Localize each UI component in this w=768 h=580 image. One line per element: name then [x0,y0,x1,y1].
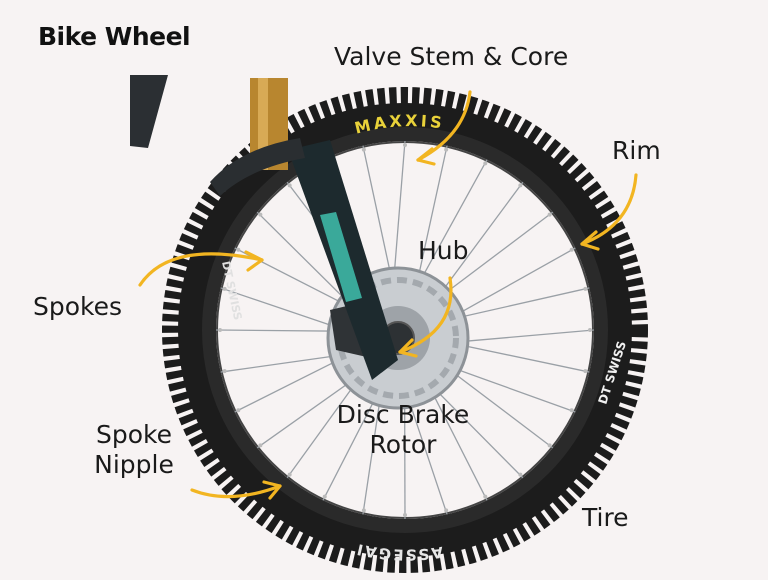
spoke-nipple [444,148,448,152]
spoke-nipple [444,508,448,512]
spoke-nipple [362,508,366,512]
label-spoke-nipple: Spoke Nipple [84,420,184,479]
spoke-nipple [258,443,262,447]
rim-brand-left: DT SWISS [219,260,244,321]
spoke-nipple [570,248,574,252]
spoke-nipple [236,248,240,252]
spoke-nipple [403,513,407,517]
spoke-nipple [483,161,487,165]
label-valve-stem: Valve Stem & Core [334,42,568,72]
spoke-nipple [236,408,240,412]
spoke-nipple [548,213,552,217]
spoke-nipple [288,183,292,187]
label-rotor-line2: Rotor [320,430,486,460]
spoke-nipple [583,369,587,373]
spoke-nipple [583,287,587,291]
arrowhead-spokes [246,252,262,270]
spoke-nipple [518,473,522,477]
spoke-nipple [588,328,592,332]
spoke-nipple [323,495,327,499]
spoke-nipple [518,183,522,187]
diagram-title: Bike Wheel [38,22,190,51]
label-tire: Tire [582,503,629,533]
spoke-nipple [258,213,262,217]
label-spoke-nipple-line1: Spoke [84,420,184,450]
label-hub: Hub [418,236,469,266]
label-spoke-nipple-line2: Nipple [84,450,184,480]
spoke-nipple [483,495,487,499]
label-disc-brake-rotor: Disc Brake Rotor [320,400,486,459]
label-rotor-line1: Disc Brake [320,400,486,430]
spoke-nipple [548,443,552,447]
spoke-nipple [223,369,227,373]
label-rim: Rim [612,136,661,166]
spoke-nipple [570,408,574,412]
spoke-nipple [403,143,407,147]
spoke-nipple [288,473,292,477]
spoke-nipple [218,328,222,332]
frame-tube [130,75,168,148]
spoke-nipple [362,148,366,152]
label-spokes: Spokes [33,292,122,322]
